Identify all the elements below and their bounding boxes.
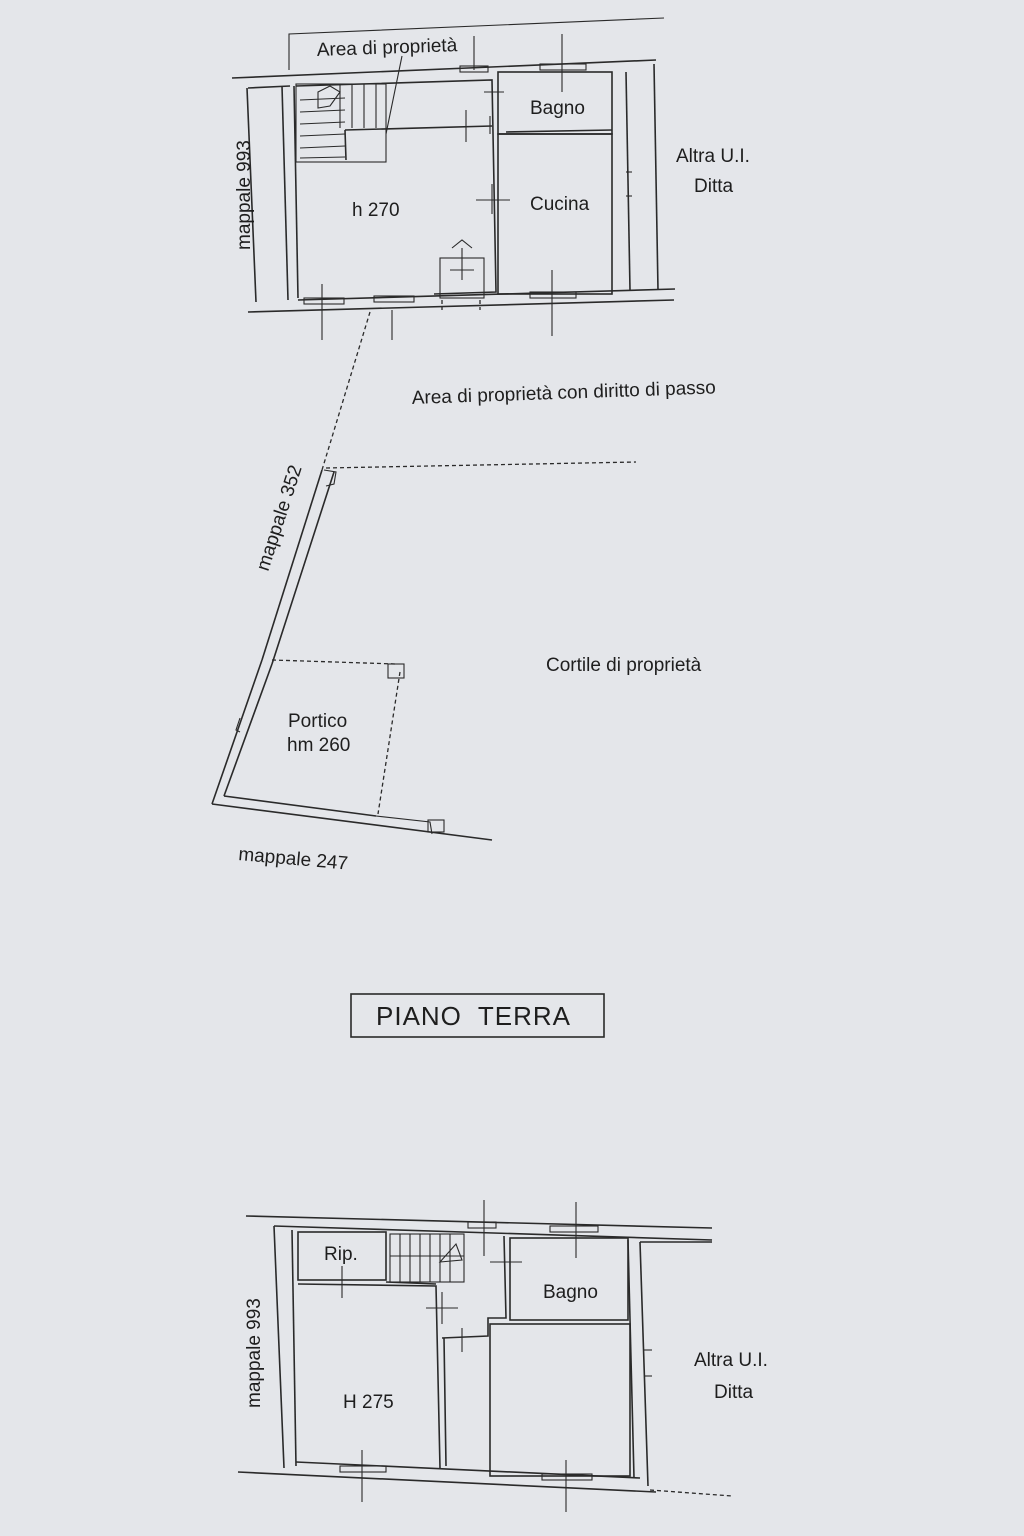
- ground-floor-plan: [237, 1200, 733, 1512]
- bagno-room-ground: [509, 1237, 629, 1321]
- back-room-ground: [489, 1323, 631, 1477]
- floor-title-box: [350, 993, 605, 1038]
- neighbor-label-ground-2: Ditta: [714, 1382, 754, 1403]
- neighbor-label-ground-1: Altra U.I.: [694, 1350, 768, 1371]
- cucina-label: Cucina: [530, 194, 590, 215]
- property-area-outline: [288, 17, 665, 70]
- left-parcel-label-upper: mappale 993: [234, 140, 255, 250]
- left-parcel-label-ground: mappale 993: [244, 1298, 265, 1408]
- floor-title: PIANO TERRA: [376, 1001, 571, 1031]
- bottom-parcel-label: mappale 247: [238, 844, 349, 874]
- upper-floor-plan: [231, 17, 676, 340]
- portico-label-2: hm 260: [287, 735, 350, 756]
- stair-ground: [389, 1233, 465, 1283]
- stair-upper: [295, 83, 387, 163]
- portico-outline: [211, 659, 493, 841]
- passage-boundary: [321, 311, 371, 471]
- height-label-upper: h 270: [352, 200, 400, 221]
- property-area-leader: [385, 55, 403, 135]
- rip-label: Rip.: [324, 1244, 358, 1265]
- side-parcel-label: mappale 352: [253, 463, 307, 574]
- main-room-outline: [295, 79, 497, 295]
- neighbor-label-upper-1: Altra U.I.: [676, 146, 750, 167]
- cucina-room-upper: [497, 133, 613, 295]
- neighbor-label-upper-2: Ditta: [694, 176, 734, 197]
- vent-symbol: [439, 239, 485, 310]
- height-label-ground: H 275: [343, 1392, 394, 1413]
- bagno-label-ground: Bagno: [543, 1282, 598, 1303]
- property-area-label: Area di proprietà: [316, 35, 458, 61]
- courtyard-label: Cortile di proprietà: [546, 655, 702, 676]
- portico-label-1: Portico: [288, 711, 347, 732]
- passage-area-label: Area di proprietà con diritto di passo: [411, 377, 716, 409]
- courtyard-plan: [211, 311, 637, 841]
- bagno-label-upper: Bagno: [530, 98, 585, 119]
- main-room-ground: [297, 1283, 441, 1469]
